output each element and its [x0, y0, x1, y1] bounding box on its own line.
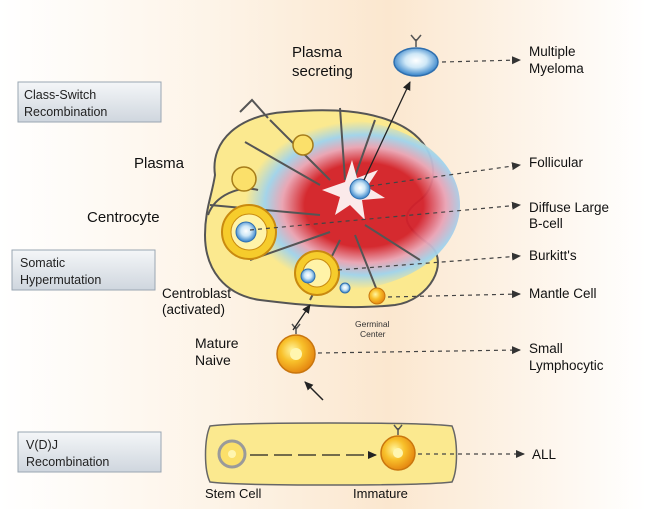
germinal-center-label: Germinal: [355, 319, 390, 329]
germinal-center-label: Center: [360, 329, 386, 339]
immature-label: Immature: [353, 486, 408, 501]
centroblast-label: (activated): [162, 302, 225, 317]
stage-label-line2: Recombination: [24, 105, 107, 119]
centroblast-label: Centroblast: [162, 286, 231, 301]
centrocyte-cell-icon: [222, 205, 276, 259]
lymphoma-all: ALL: [532, 447, 557, 462]
plasma-secreting-label: Plasma: [292, 44, 343, 61]
stage-box-somatic: Somatic Hypermutation: [12, 250, 155, 290]
stage-box-vdj: V(D)J Recombination: [18, 432, 161, 472]
lymphoma-dlbcl: B-cell: [529, 216, 563, 231]
mature-naive-label: Naive: [195, 352, 231, 368]
mantle-cell-icon: [369, 288, 385, 304]
plasma-secreting-label: secreting: [292, 63, 353, 80]
stage-label-line1: Somatic: [20, 256, 65, 270]
plasma-label: Plasma: [134, 155, 185, 172]
lymphoma-multiple-myeloma: Multiple: [529, 44, 576, 59]
lymphoma-burkitts: Burkitt's: [529, 248, 577, 263]
lymphoma-dlbcl: Diffuse Large: [529, 200, 609, 215]
stage-label-line2: Hypermutation: [20, 273, 101, 287]
lymphoma-multiple-myeloma: Myeloma: [529, 61, 584, 76]
mature-naive-label: Mature: [195, 335, 239, 351]
lymphoma-mantle-cell: Mantle Cell: [529, 286, 597, 301]
lymphoma-follicular: Follicular: [529, 155, 584, 170]
centrocyte-label: Centrocyte: [87, 209, 160, 226]
plasma-cell-icon: [293, 135, 313, 155]
plasma-cell-icon: [232, 167, 256, 191]
lymphoma-small-lymphocytic: Lymphocytic: [529, 358, 604, 373]
stage-box-class-switch: Class-Switch Recombination: [18, 82, 161, 122]
stage-label-line1: V(D)J: [26, 438, 58, 452]
lymphoma-small-lymphocytic: Small: [529, 341, 563, 356]
stem-cell-label: Stem Cell: [205, 486, 261, 501]
stage-label-line1: Class-Switch: [24, 88, 96, 102]
stage-label-line2: Recombination: [26, 455, 109, 469]
